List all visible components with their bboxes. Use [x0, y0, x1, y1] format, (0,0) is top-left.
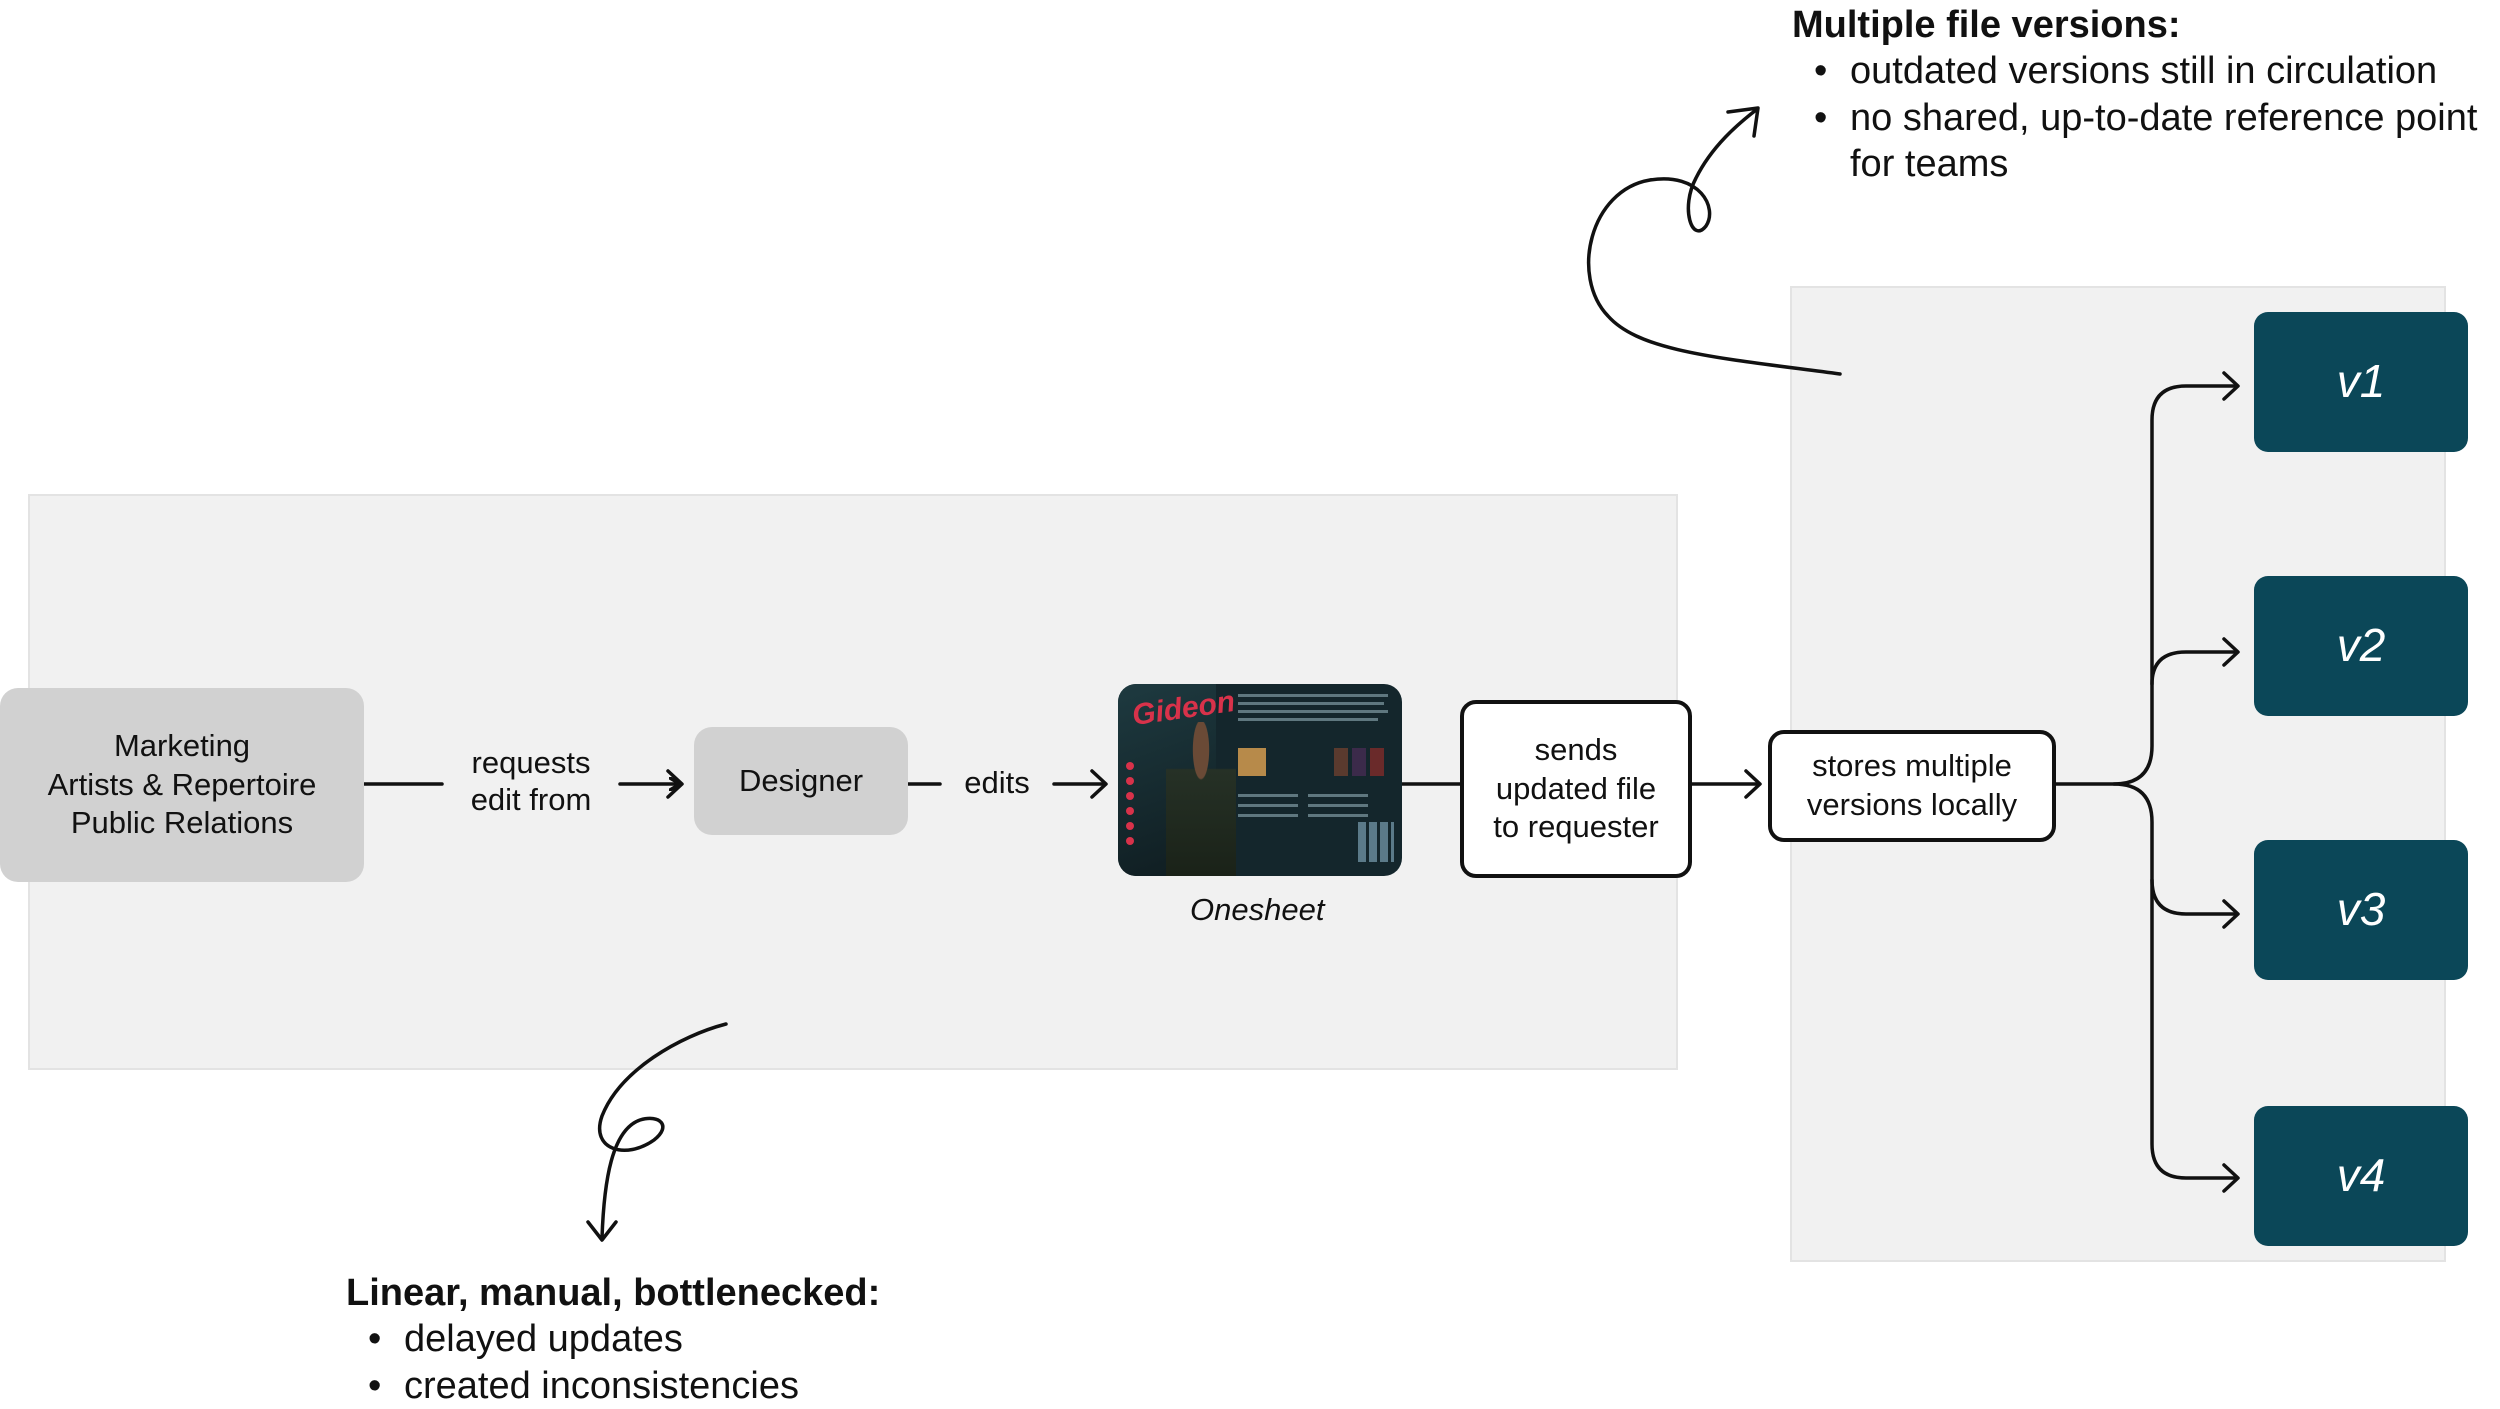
edge-label-edits: edits [964, 765, 1030, 800]
version-node-v1: v1 [2254, 312, 2468, 452]
sends-line3: to requester [1493, 809, 1659, 845]
note-multiple-versions: Multiple file versions: outdated version… [1792, 2, 2498, 187]
artist-photo [1166, 722, 1236, 876]
version-node-v4: v4 [2254, 1106, 2468, 1246]
edge-label-requests-line1: requests [471, 745, 591, 780]
curly-arrow-bottom [586, 1022, 728, 1242]
version-node-v3: v3 [2254, 840, 2468, 980]
version-branches [2054, 371, 2240, 1193]
onesheet-caption: Onesheet [1190, 892, 1325, 927]
requester-team-pr: Public Relations [70, 805, 294, 841]
note-linear-manual-bullet: created inconsistencies [368, 1363, 1146, 1409]
stores-versions-node: stores multiple versions locally [1768, 730, 2056, 842]
edge-label-requests-line2: edit from [470, 782, 592, 818]
onesheet-thumbnail: Gideon [1118, 684, 1402, 876]
edge-label-requests: requests edit from [442, 744, 620, 818]
sends-updated-file-node: sends updated file to requester [1460, 700, 1692, 878]
requester-team-ar: Artists & Repertoire [47, 766, 317, 802]
note-linear-manual: Linear, manual, bottlenecked: delayed up… [346, 1270, 1146, 1409]
stores-line2: versions locally [1806, 787, 2018, 822]
note-multiple-versions-bullet: outdated versions still in circulation [1814, 48, 2498, 95]
curly-arrow-top [1586, 106, 1842, 376]
version-node-v2: v2 [2254, 576, 2468, 716]
designer-node: Designer [694, 727, 908, 835]
requester-teams-node: Marketing Artists & Repertoire Public Re… [0, 688, 364, 882]
note-multiple-versions-bullet: no shared, up-to-date reference point fo… [1814, 95, 2498, 188]
note-linear-manual-bullet: delayed updates [368, 1316, 1146, 1363]
sends-line1: sends [1534, 731, 1618, 767]
note-linear-manual-title: Linear, manual, bottlenecked: [346, 1272, 881, 1314]
requester-team-marketing: Marketing [113, 727, 251, 763]
note-multiple-versions-title: Multiple file versions: [1792, 4, 2181, 46]
stores-line1: stores multiple [1812, 748, 2012, 784]
designer-label: Designer [738, 762, 864, 798]
sends-line2: updated file [1495, 770, 1657, 806]
